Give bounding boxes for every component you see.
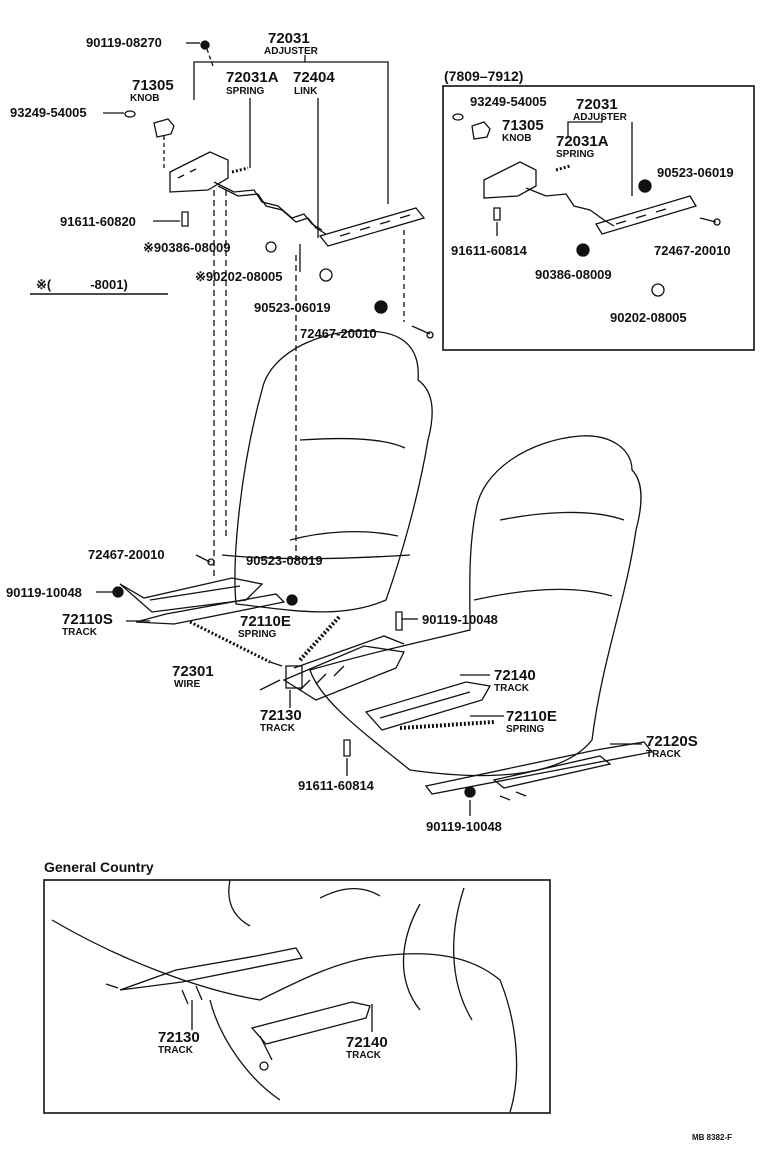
note-8001: ※( -8001): [36, 277, 128, 292]
label-72467-20010-mid: 72467-20010: [88, 547, 165, 562]
label-90119-10048-left: 90119-10048: [6, 585, 82, 600]
inset-label-72031: 72031: [576, 96, 618, 113]
label-72404: 72404: [293, 69, 335, 86]
label-90119-10048-bottom: 90119-10048: [426, 819, 502, 834]
label-72110E-lower: 72110E: [506, 708, 557, 725]
label-71305: 71305: [132, 77, 174, 94]
adjuster-assembly-top: [30, 40, 434, 580]
label-91611-60814: 91611-60814: [298, 778, 374, 793]
inset-label-72031A: 72031A: [556, 133, 609, 150]
inset-label-90202-08005: 90202-08005: [610, 310, 687, 325]
label-72110E-upper: 72110E: [240, 613, 291, 630]
label-adjuster: ADJUSTER: [264, 46, 318, 57]
inset-frame: [442, 85, 755, 351]
label-90119-08270: 90119-08270: [86, 35, 162, 50]
label-93249-54005: 93249-54005: [10, 105, 87, 120]
label-72110S: 72110S: [62, 611, 113, 628]
general-country-seat: [51, 879, 518, 1113]
label-72140: 72140: [494, 667, 536, 684]
label-90119-10048-mid: 90119-10048: [422, 612, 498, 627]
gc-label-72130: 72130: [158, 1029, 200, 1046]
label-72130: 72130: [260, 707, 302, 724]
inset-label-spring: SPRING: [556, 149, 595, 160]
inset-label-91611-60814: 91611-60814: [451, 243, 527, 258]
seat-outline-rear: [221, 330, 433, 613]
label-72467-20010: 72467-20010: [300, 326, 377, 341]
inset-label-knob: KNOB: [502, 133, 532, 144]
label-91611-60820: 91611-60820: [60, 214, 136, 229]
gc-label-track-72140: TRACK: [346, 1050, 381, 1061]
label-track-72120S: TRACK: [646, 749, 681, 760]
label-spring-upper: SPRING: [238, 629, 277, 640]
gc-label-track-72130: TRACK: [158, 1045, 193, 1056]
label-90523-08019: 90523-08019: [246, 553, 323, 568]
inset-label-90523-06019: 90523-06019: [657, 165, 734, 180]
figure-code: MB 8382-F: [692, 1133, 733, 1142]
label-spring: SPRING: [226, 86, 265, 97]
seat-outline-front: [309, 435, 642, 777]
track-assembly-middle: [96, 554, 654, 816]
label-90202-08005: ※90202-08005: [195, 269, 283, 284]
label-track-72130: TRACK: [260, 723, 295, 734]
label-track-72140: TRACK: [494, 683, 529, 694]
inset-label-72467-20010: 72467-20010: [654, 243, 731, 258]
label-72301: 72301: [172, 663, 214, 680]
inset-label-adjuster: ADJUSTER: [573, 112, 627, 123]
general-country-frame: [43, 879, 551, 1114]
adjuster-assembly-inset: [452, 113, 721, 297]
label-90386-08009: ※90386-08009: [143, 240, 231, 255]
gc-label-72140: 72140: [346, 1034, 388, 1051]
inset-label-93249-54005: 93249-54005: [470, 94, 547, 109]
inset-label-90386-08009: 90386-08009: [535, 267, 612, 282]
label-72031A: 72031A: [226, 69, 279, 86]
label-72120S: 72120S: [646, 733, 698, 750]
label-link: LINK: [294, 86, 318, 97]
general-country-title: General Country: [44, 859, 154, 875]
label-knob: KNOB: [130, 93, 160, 104]
label-wire: WIRE: [174, 679, 201, 690]
label-72031: 72031: [268, 30, 310, 47]
label-track-72110S: TRACK: [62, 627, 97, 638]
label-90523-06019: 90523-06019: [254, 300, 331, 315]
label-spring-lower: SPRING: [506, 724, 545, 735]
inset-label-71305: 71305: [502, 117, 544, 134]
inset-title: (7809–7912): [444, 68, 524, 84]
